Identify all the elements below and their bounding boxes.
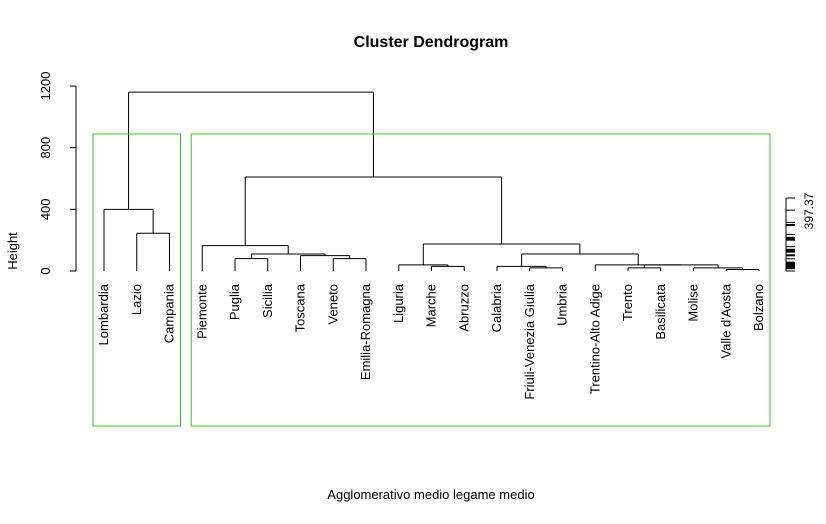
- leaf-label: Friuli-Venezia Giulia: [522, 283, 537, 399]
- leaf-label: Toscana: [293, 283, 308, 332]
- leaf-label: Lazio: [129, 284, 144, 315]
- leaf-label: Valle d'Aosta: [718, 283, 733, 358]
- leaf-label: Bolzano: [751, 284, 766, 331]
- merge-height-mark: [786, 223, 795, 226]
- chart-title: Cluster Dendrogram: [354, 34, 509, 51]
- merge-height-mark: [786, 248, 795, 251]
- merge-height-mark: [786, 263, 795, 266]
- leaf-label: Lombardia: [96, 283, 111, 345]
- merge-height-mark: [786, 265, 795, 268]
- merge-height-mark: [786, 254, 795, 257]
- merge-height-mark: [786, 261, 795, 264]
- y-axis-label: Height: [5, 232, 20, 270]
- leaf-label: Umbria: [555, 283, 570, 326]
- leaf-label: Emilia-Romagna: [358, 283, 373, 380]
- leaf-label: Calabria: [489, 283, 504, 332]
- merge-height-mark: [786, 238, 795, 241]
- leaf-label: Liguria: [391, 283, 406, 323]
- cluster-box: [190, 133, 771, 427]
- cluster-boxes: [92, 133, 771, 427]
- y-tick-label: 400: [38, 198, 53, 220]
- x-axis-label: Agglomerativo medio legame medio: [327, 487, 534, 502]
- leaf-label: Sicilia: [260, 283, 275, 318]
- leaf-label: Puglia: [227, 283, 242, 320]
- leaf-label: Veneto: [325, 284, 340, 325]
- cluster-box: [92, 133, 181, 427]
- leaf-label: Piemonte: [194, 284, 209, 339]
- y-tick-label: 800: [38, 137, 53, 159]
- leaf-label: Abruzzo: [456, 284, 471, 332]
- leaf-label: Campania: [162, 283, 177, 343]
- leaf-label: Basilicata: [653, 283, 668, 339]
- y-tick-label: 1200: [38, 72, 53, 101]
- leaf-label: Marche: [424, 284, 439, 327]
- y-axis: 0 400 800 1200: [38, 72, 77, 275]
- leaf-labels: Lombardia Lazio Campania Piemonte Puglia Sici…: [96, 283, 766, 399]
- leaf-label: Trentino-Alto Adige: [587, 284, 602, 394]
- dendrogram-tree: [103, 91, 760, 271]
- merge-height-mark: [786, 236, 795, 239]
- merge-height-mark: [786, 250, 795, 253]
- leaf-label: Trento: [620, 284, 635, 321]
- height-scale-indicator: 397.37: [785, 192, 816, 272]
- merge-height-mark: [786, 267, 795, 270]
- y-tick-label: 0: [38, 267, 53, 274]
- leaf-label: Molise: [686, 284, 701, 322]
- cut-height-label: 397.37: [802, 192, 816, 229]
